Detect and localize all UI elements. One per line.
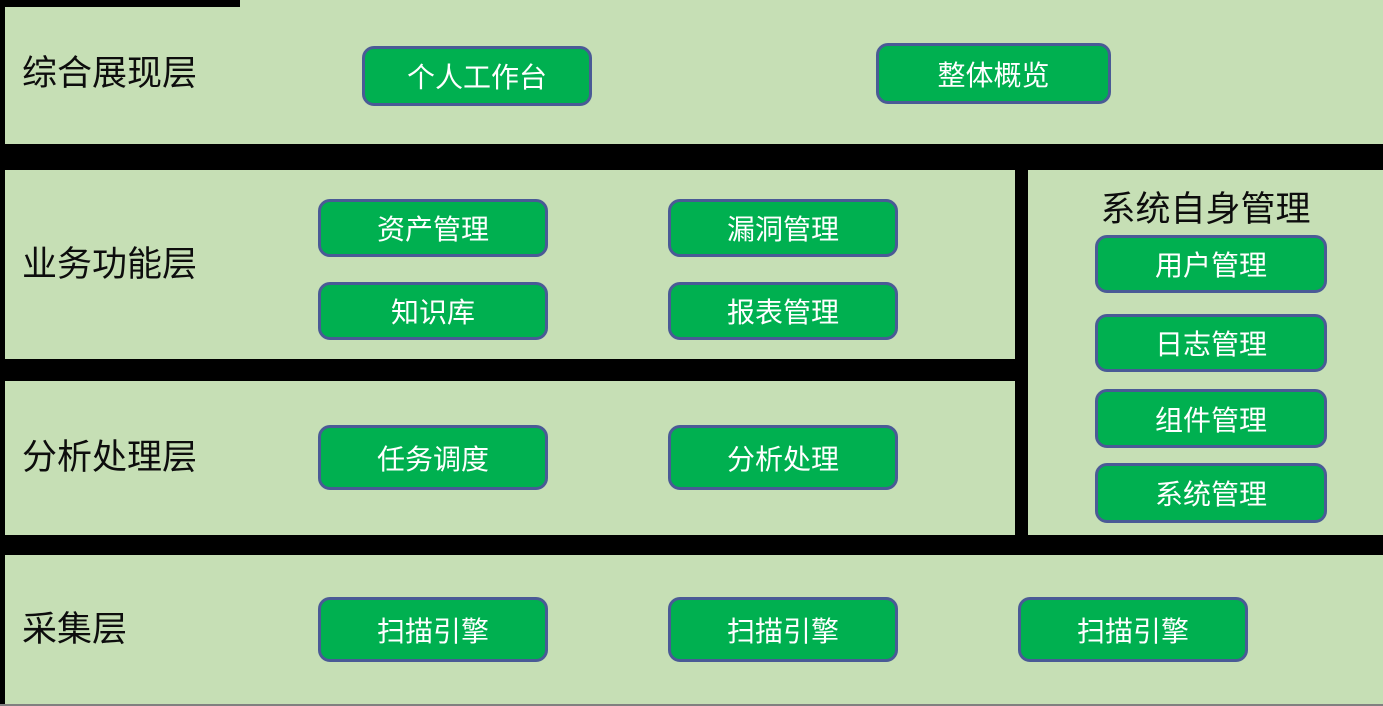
button-knowledge-base[interactable]: 知识库 — [318, 282, 548, 340]
layer-business-panel: 业务功能层 资产管理 漏洞管理 知识库 报表管理 — [5, 170, 1015, 359]
button-scan-engine-3[interactable]: 扫描引擎 — [1018, 597, 1248, 662]
button-report-management[interactable]: 报表管理 — [668, 282, 898, 340]
top-border-segment — [0, 0, 240, 7]
layer-collection-label: 采集层 — [22, 610, 128, 649]
layer-analysis-label: 分析处理层 — [22, 438, 198, 477]
layer-analysis-panel: 分析处理层 任务调度 分析处理 — [5, 381, 1015, 535]
system-admin-panel: 系统自身管理 用户管理 日志管理 组件管理 系统管理 — [1028, 170, 1383, 535]
button-system-management[interactable]: 系统管理 — [1095, 463, 1327, 523]
button-vulnerability-management[interactable]: 漏洞管理 — [668, 199, 898, 257]
button-user-management[interactable]: 用户管理 — [1095, 235, 1327, 293]
layer-display-label: 综合展现层 — [22, 54, 198, 93]
button-personal-workbench[interactable]: 个人工作台 — [362, 46, 592, 106]
button-scan-engine-1[interactable]: 扫描引擎 — [318, 597, 548, 662]
button-scan-engine-2[interactable]: 扫描引擎 — [668, 597, 898, 662]
button-task-scheduling[interactable]: 任务调度 — [318, 425, 548, 490]
button-analysis-processing[interactable]: 分析处理 — [668, 425, 898, 490]
button-asset-management[interactable]: 资产管理 — [318, 199, 548, 257]
layer-business-label: 业务功能层 — [22, 245, 198, 284]
button-log-management[interactable]: 日志管理 — [1095, 314, 1327, 372]
layer-collection-panel: 采集层 扫描引擎 扫描引擎 扫描引擎 — [5, 555, 1383, 704]
layer-display-panel: 综合展现层 个人工作台 整体概览 — [5, 0, 1383, 144]
bottom-edge-line — [0, 704, 1383, 706]
button-component-management[interactable]: 组件管理 — [1095, 389, 1327, 448]
system-admin-title: 系统自身管理 — [1100, 190, 1311, 229]
button-overall-overview[interactable]: 整体概览 — [876, 43, 1111, 104]
